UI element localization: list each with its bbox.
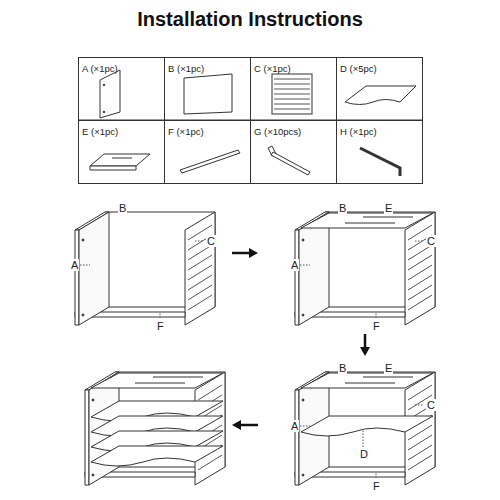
callout-letter: E <box>384 202 393 214</box>
callout-letter: F <box>372 320 381 332</box>
callout-letter: A <box>290 259 299 271</box>
part-cell: E (×1pc) <box>78 120 165 184</box>
callout-letter: B <box>338 202 347 214</box>
callout-letter: F <box>372 480 381 492</box>
callout-letter: E <box>384 362 393 374</box>
callout-letter: C <box>426 399 436 411</box>
part-label: E (×1pc) <box>79 124 121 139</box>
part-label: B (×1pc) <box>165 61 207 76</box>
part-label: A (×1pc) <box>79 61 121 76</box>
callout-letter: A <box>290 420 299 432</box>
part-cell: A (×1pc) <box>78 57 165 121</box>
title: Installation Instructions <box>0 8 500 31</box>
part-cell: F (×1pc) <box>164 120 251 184</box>
callout-letter: D <box>359 448 369 460</box>
part-label: F (×1pc) <box>165 124 207 139</box>
part-label: G (×10pcs) <box>251 124 304 139</box>
callout-letter: A <box>70 259 79 271</box>
part-cell: G (×10pcs) <box>250 120 337 184</box>
part-label: H (×1pc) <box>337 124 380 139</box>
callout-letter: F <box>156 320 165 332</box>
part-cell: H (×1pc) <box>336 120 423 184</box>
part-label: D (×5pc) <box>337 61 380 76</box>
part-cell: B (×1pc) <box>164 57 251 121</box>
callout-letter: C <box>426 235 436 247</box>
callout-letter: C <box>206 235 216 247</box>
part-label: C (×1pc) <box>251 61 294 76</box>
part-cell: D (×5pc) <box>336 57 423 121</box>
callout-letter: B <box>338 362 347 374</box>
part-cell: C (×1pc) <box>250 57 337 121</box>
callout-letter: B <box>118 202 127 214</box>
